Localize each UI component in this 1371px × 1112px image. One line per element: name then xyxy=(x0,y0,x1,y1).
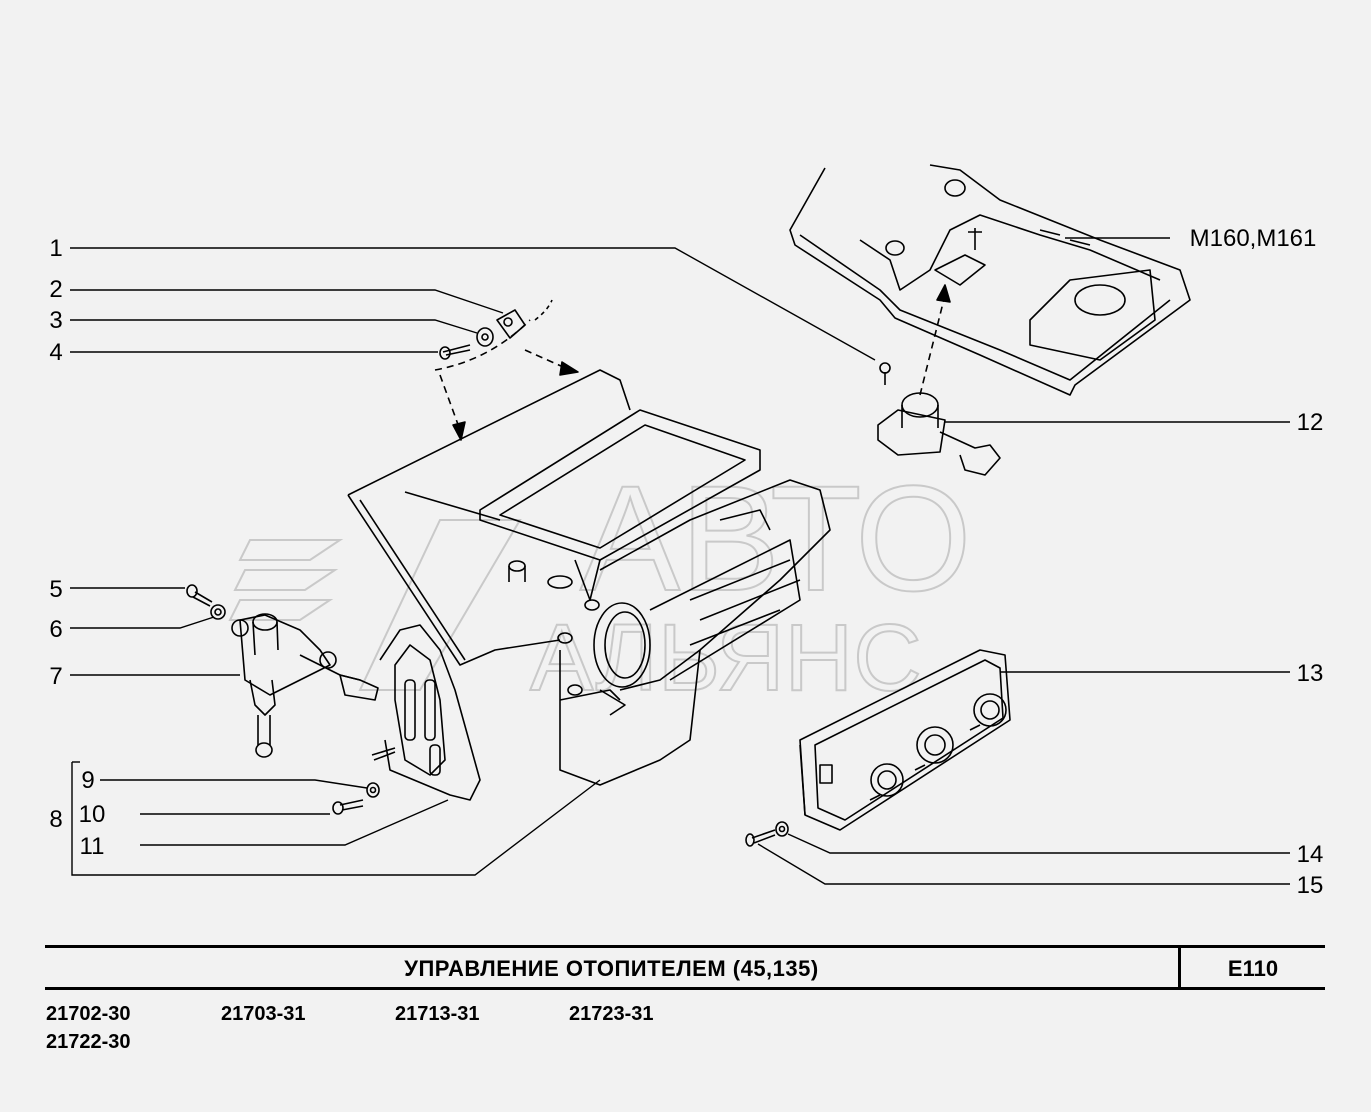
callout-15: 15 xyxy=(1297,872,1324,899)
model-code: 21713-31 xyxy=(395,1003,480,1025)
title-bar: УПРАВЛЕНИЕ ОТОПИТЕЛЕМ (45,135) E110 xyxy=(45,945,1325,990)
filter-element xyxy=(371,624,481,801)
callout-1: 1 xyxy=(49,235,62,262)
title-divider xyxy=(1178,948,1181,987)
callout-9: 9 xyxy=(81,767,94,794)
callout-12: 12 xyxy=(1297,409,1324,436)
exploded-parts-diagram: АВТО АЛЬЯНС xyxy=(49,164,1323,899)
page-code: E110 xyxy=(1227,956,1279,981)
watermark-line-2: АЛЬЯНС xyxy=(530,605,922,711)
leader-lines xyxy=(70,237,1290,885)
reference-label: M160,M161 xyxy=(1190,225,1317,252)
callout-6: 6 xyxy=(49,616,62,643)
callout-labels: 1 2 3 4 5 6 7 8 9 10 11 12 13 14 15 M160… xyxy=(49,225,1323,899)
watermark-line-1: АВТО xyxy=(580,454,972,622)
model-code: 21702-30 xyxy=(46,1003,131,1025)
callout-3: 3 xyxy=(49,307,62,334)
model-code: 21722-30 xyxy=(46,1031,131,1053)
callout-8: 8 xyxy=(49,806,62,833)
temperature-sensor xyxy=(877,284,1001,476)
heater-control-panel xyxy=(799,649,1011,831)
page-title: УПРАВЛЕНИЕ ОТОПИТЕЛЕМ (45,135) xyxy=(404,956,819,981)
callout-14: 14 xyxy=(1297,841,1324,868)
callout-5: 5 xyxy=(49,576,62,603)
callout-10: 10 xyxy=(79,801,106,828)
fastener-group-bottom xyxy=(332,782,380,815)
watermark: АВТО АЛЬЯНС xyxy=(228,453,973,712)
model-code: 21723-31 xyxy=(569,1003,654,1025)
fastener-group-top xyxy=(439,309,526,360)
model-code: 21703-31 xyxy=(221,1003,306,1025)
callout-11: 11 xyxy=(80,833,105,860)
callout-7: 7 xyxy=(49,663,62,690)
heater-housing xyxy=(347,299,831,786)
fastener-group-right xyxy=(745,821,789,847)
actuator-assembly xyxy=(186,584,379,758)
callout-13: 13 xyxy=(1297,660,1324,687)
dashboard-panel xyxy=(789,164,1191,396)
callout-4: 4 xyxy=(49,339,62,366)
watermark-logo xyxy=(228,519,522,691)
callout-2: 2 xyxy=(49,276,62,303)
